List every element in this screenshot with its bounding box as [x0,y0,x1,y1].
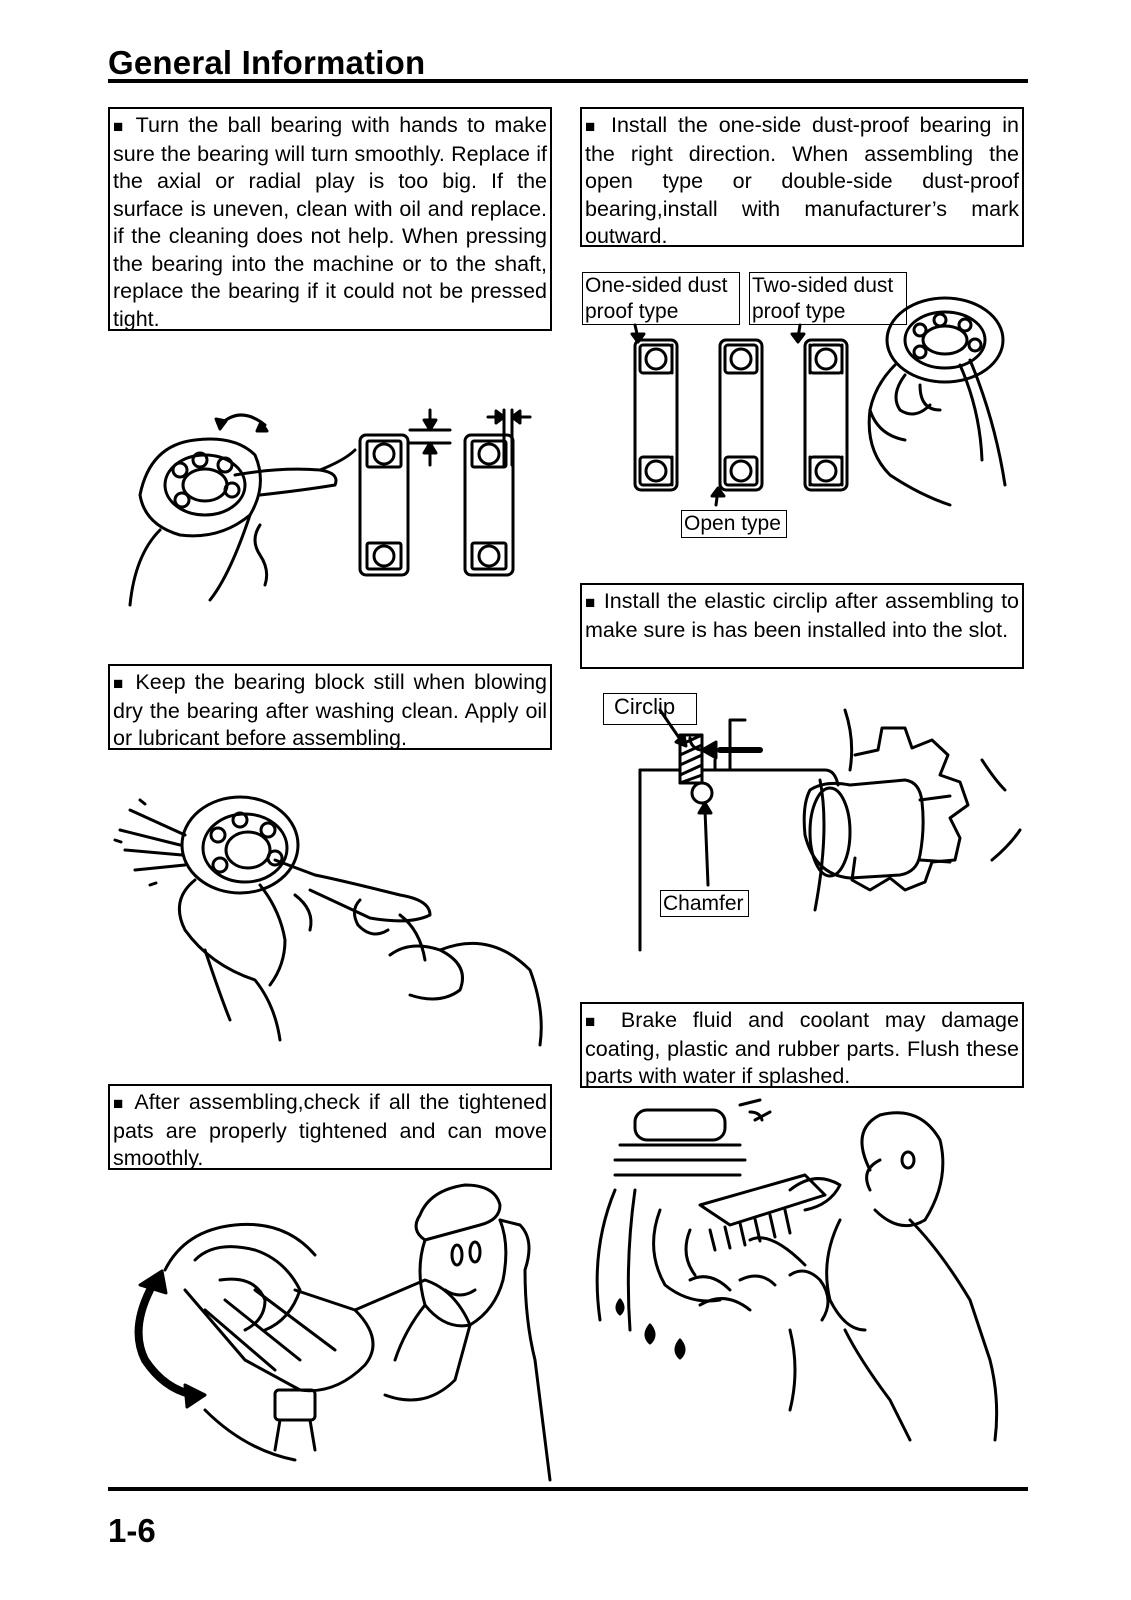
bullet-icon: ■ [113,674,127,693]
bullet-icon: ■ [585,1012,606,1031]
note-text: Install the one-side dust-proof bearing … [585,113,1019,248]
page-number: 1-6 [108,1512,156,1549]
note-text: After assembling,check if all the tighte… [113,1090,547,1170]
bearing-types-illustration [630,296,1007,507]
flushing-illustration [595,1098,999,1442]
header-rule [108,79,1028,83]
label-open-type: Open type [681,510,787,538]
label-circlip: Circlip [603,693,697,725]
page-title: General Information [108,44,426,81]
note-text: Keep the bearing block still when blowin… [113,670,547,750]
note-dust-proof: ■ Install the one-side dust-proof bearin… [580,107,1024,248]
footer-rule [108,1487,1028,1491]
note-tightened: ■ After assembling,check if all the tigh… [108,1084,552,1170]
note-brake-fluid: ■ Brake fluid and coolant may damage coa… [580,1002,1024,1088]
circlip-gear-illustration [638,708,1022,952]
note-text: Install the elastic circlip after assemb… [585,589,1019,642]
bullet-icon: ■ [113,117,127,136]
bullet-icon: ■ [113,1094,127,1113]
note-ball-bearing: ■ Turn the ball bearing with hands to ma… [108,107,552,331]
label-two-sided: Two-sided dust proof type [749,272,907,325]
bullet-icon: ■ [585,117,601,136]
note-blowing-dry: ■ Keep the bearing block still when blow… [108,664,552,750]
bullet-icon: ■ [585,593,597,612]
note-circlip: ■ Install the elastic circlip after asse… [580,583,1024,669]
label-chamfer: Chamfer [660,890,749,917]
note-text: Brake fluid and coolant may damage coati… [585,1008,1019,1088]
bearing-turning-illustration [128,408,532,607]
note-text: Turn the ball bearing with hands to make… [113,113,547,331]
blowing-dry-illustration [113,795,543,1047]
tightening-illustration [134,1183,552,1482]
label-one-sided: One-sided dust proof type [582,272,740,325]
